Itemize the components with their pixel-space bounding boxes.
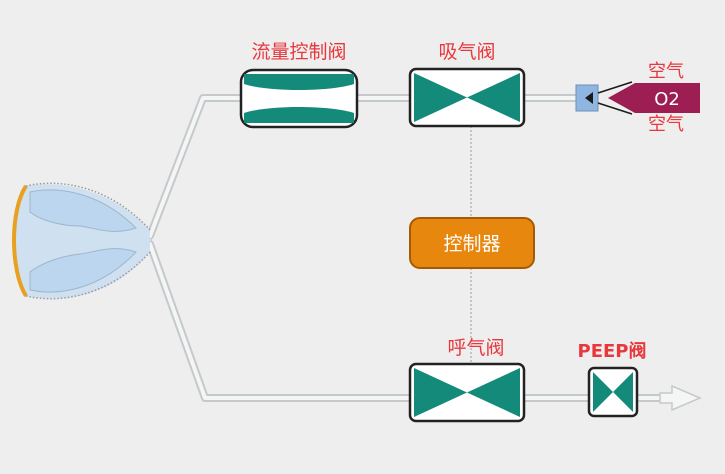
controller-label: 控制器	[443, 233, 500, 255]
mixer-arrow-icon	[585, 92, 593, 104]
exhale-valve[interactable]	[408, 362, 526, 423]
lung-icon	[12, 182, 151, 300]
o2-inlet: O2	[608, 83, 700, 113]
inhale-valve-label: 吸气阀	[438, 41, 495, 63]
exhaust-arrow-icon	[659, 384, 702, 412]
o2-label: O2	[654, 89, 680, 110]
exhale-valve-label: 呼气阀	[447, 337, 504, 359]
controller[interactable]: 控制器	[409, 217, 535, 269]
air-label-top: 空气	[648, 61, 684, 82]
gas-mixer	[575, 84, 599, 112]
peep-valve[interactable]	[587, 366, 639, 418]
flow-valve-label: 流量控制阀	[251, 41, 346, 63]
air-label-bottom: 空气	[648, 114, 684, 135]
pipes	[146, 94, 682, 402]
inhale-valve[interactable]	[408, 67, 526, 128]
flow-control-valve[interactable]	[239, 68, 359, 129]
peep-valve-label: PEEP阀	[578, 340, 647, 362]
